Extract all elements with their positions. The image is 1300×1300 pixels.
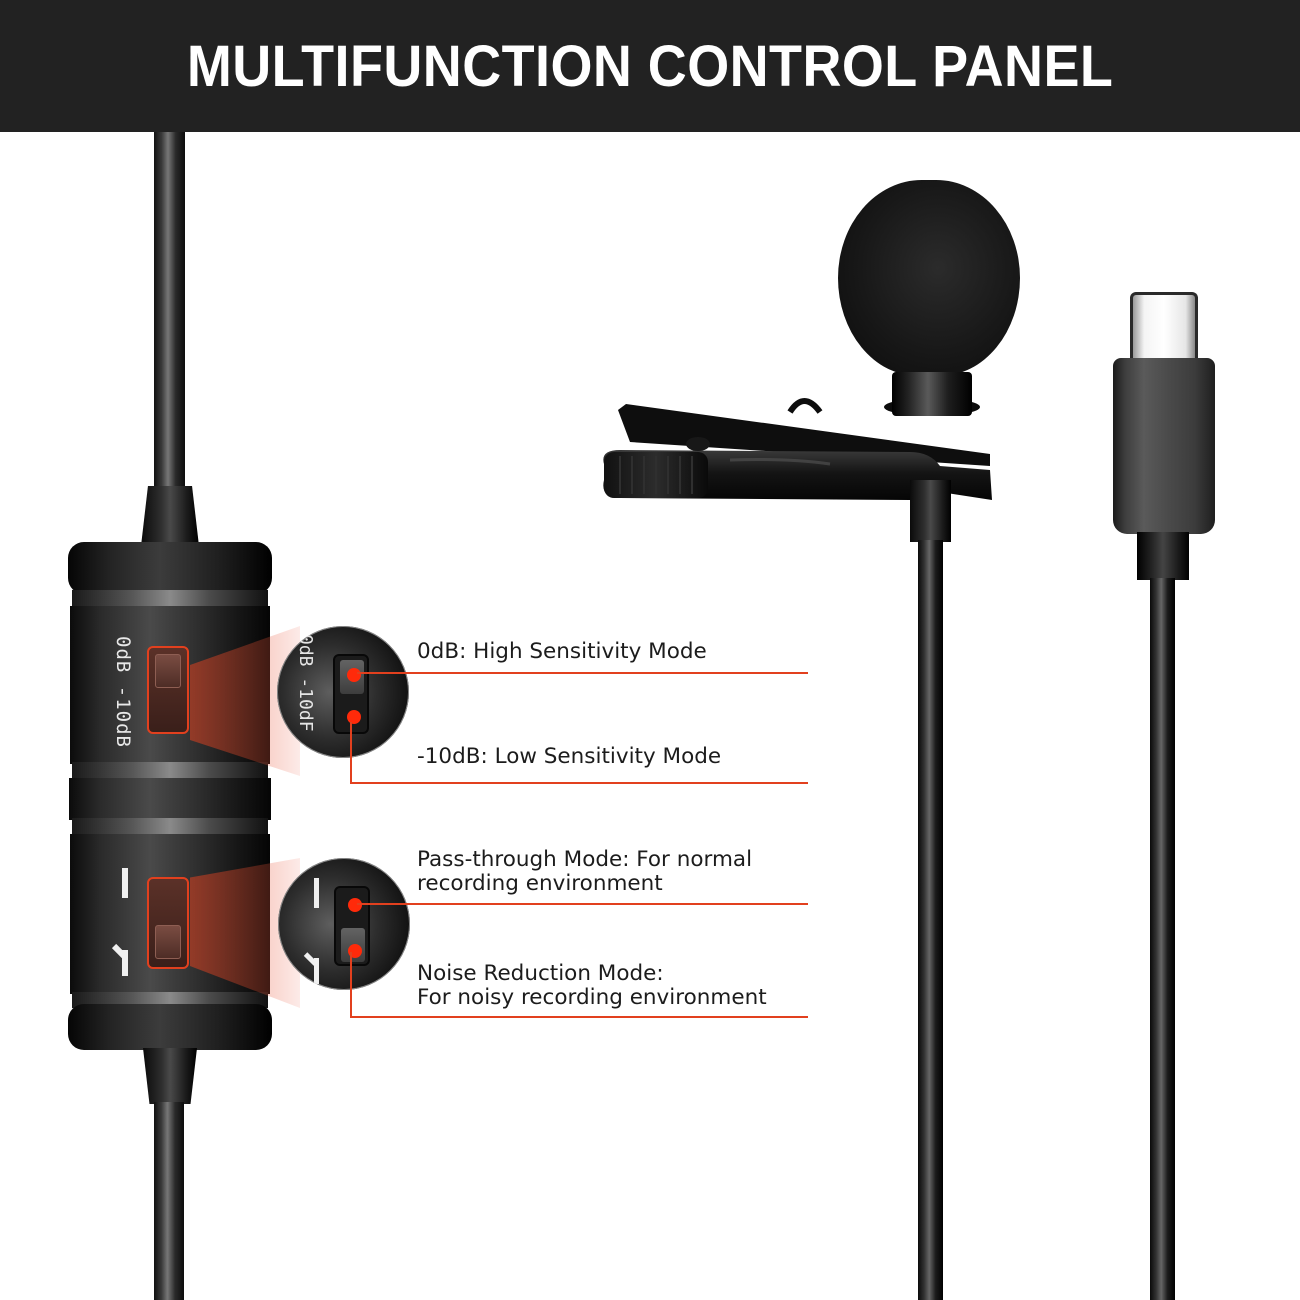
tie-clip-icon bbox=[603, 398, 992, 501]
annotation-noise-reduction-line1: Noise Reduction Mode: bbox=[417, 961, 664, 986]
annotation-pass-through-line1: Pass-through Mode: For normal bbox=[417, 847, 753, 872]
usb-c-connector-housing bbox=[1113, 358, 1215, 534]
control-box-ring bbox=[72, 590, 268, 608]
usb-c-cable bbox=[1150, 578, 1175, 1300]
flat-response-icon bbox=[314, 878, 319, 908]
page-title: MULTIFUNCTION CONTROL PANEL bbox=[186, 33, 1114, 99]
pass-through-leader-line bbox=[357, 903, 808, 905]
filter-switch-knob bbox=[155, 925, 181, 959]
microphone-capsule bbox=[892, 372, 972, 416]
gain-switch-magnifier: 0dB -10dF bbox=[277, 626, 409, 758]
control-box-ring bbox=[72, 762, 268, 780]
usb-c-plug-tip bbox=[1130, 292, 1198, 362]
control-box-top-strain-relief bbox=[141, 486, 199, 546]
annotation-0db: 0dB: High Sensitivity Mode bbox=[417, 639, 707, 664]
0db-leader-line bbox=[357, 672, 808, 674]
flat-response-icon bbox=[122, 868, 128, 898]
minus10db-leader-line bbox=[350, 782, 808, 784]
noise-reduction-leader-line bbox=[350, 1016, 808, 1018]
header-banner: MULTIFUNCTION CONTROL PANEL bbox=[0, 0, 1300, 132]
0db-position-dot bbox=[347, 668, 361, 682]
gain-magnifier-label: 0dB -10dF bbox=[295, 634, 316, 732]
annotation-pass-through-line2: recording environment bbox=[417, 871, 663, 896]
control-box-top-cap bbox=[68, 542, 272, 594]
microphone-cable bbox=[918, 540, 943, 1300]
control-box-bottom-strain-relief bbox=[143, 1048, 197, 1104]
microphone-strain-relief bbox=[910, 480, 951, 542]
control-box-upper-cable bbox=[154, 132, 185, 488]
noise-reduction-leader-vertical bbox=[350, 952, 352, 1018]
minus10db-leader-vertical bbox=[350, 722, 352, 784]
control-box-lower-cable bbox=[154, 1102, 184, 1300]
minus10db-position-dot bbox=[347, 710, 361, 724]
pass-through-position-dot bbox=[348, 898, 362, 912]
annotation-minus10db: -10dB: Low Sensitivity Mode bbox=[417, 744, 722, 769]
control-box-bottom-cap bbox=[68, 1004, 272, 1050]
microphone-foam-windscreen bbox=[838, 180, 1020, 376]
gain-switch-label: 0dB -10dB bbox=[112, 636, 134, 748]
control-box-middle-band bbox=[69, 778, 271, 820]
control-box-ring bbox=[72, 818, 268, 836]
gain-switch[interactable] bbox=[147, 646, 189, 734]
gain-switch-knob bbox=[155, 654, 181, 688]
low-cut-icon bbox=[314, 958, 319, 984]
filter-switch-magnifier bbox=[278, 858, 410, 990]
filter-switch[interactable] bbox=[147, 877, 189, 969]
annotation-noise-reduction-line2: For noisy recording environment bbox=[417, 985, 767, 1010]
low-cut-icon bbox=[122, 950, 128, 976]
usb-c-strain-relief bbox=[1137, 532, 1189, 580]
